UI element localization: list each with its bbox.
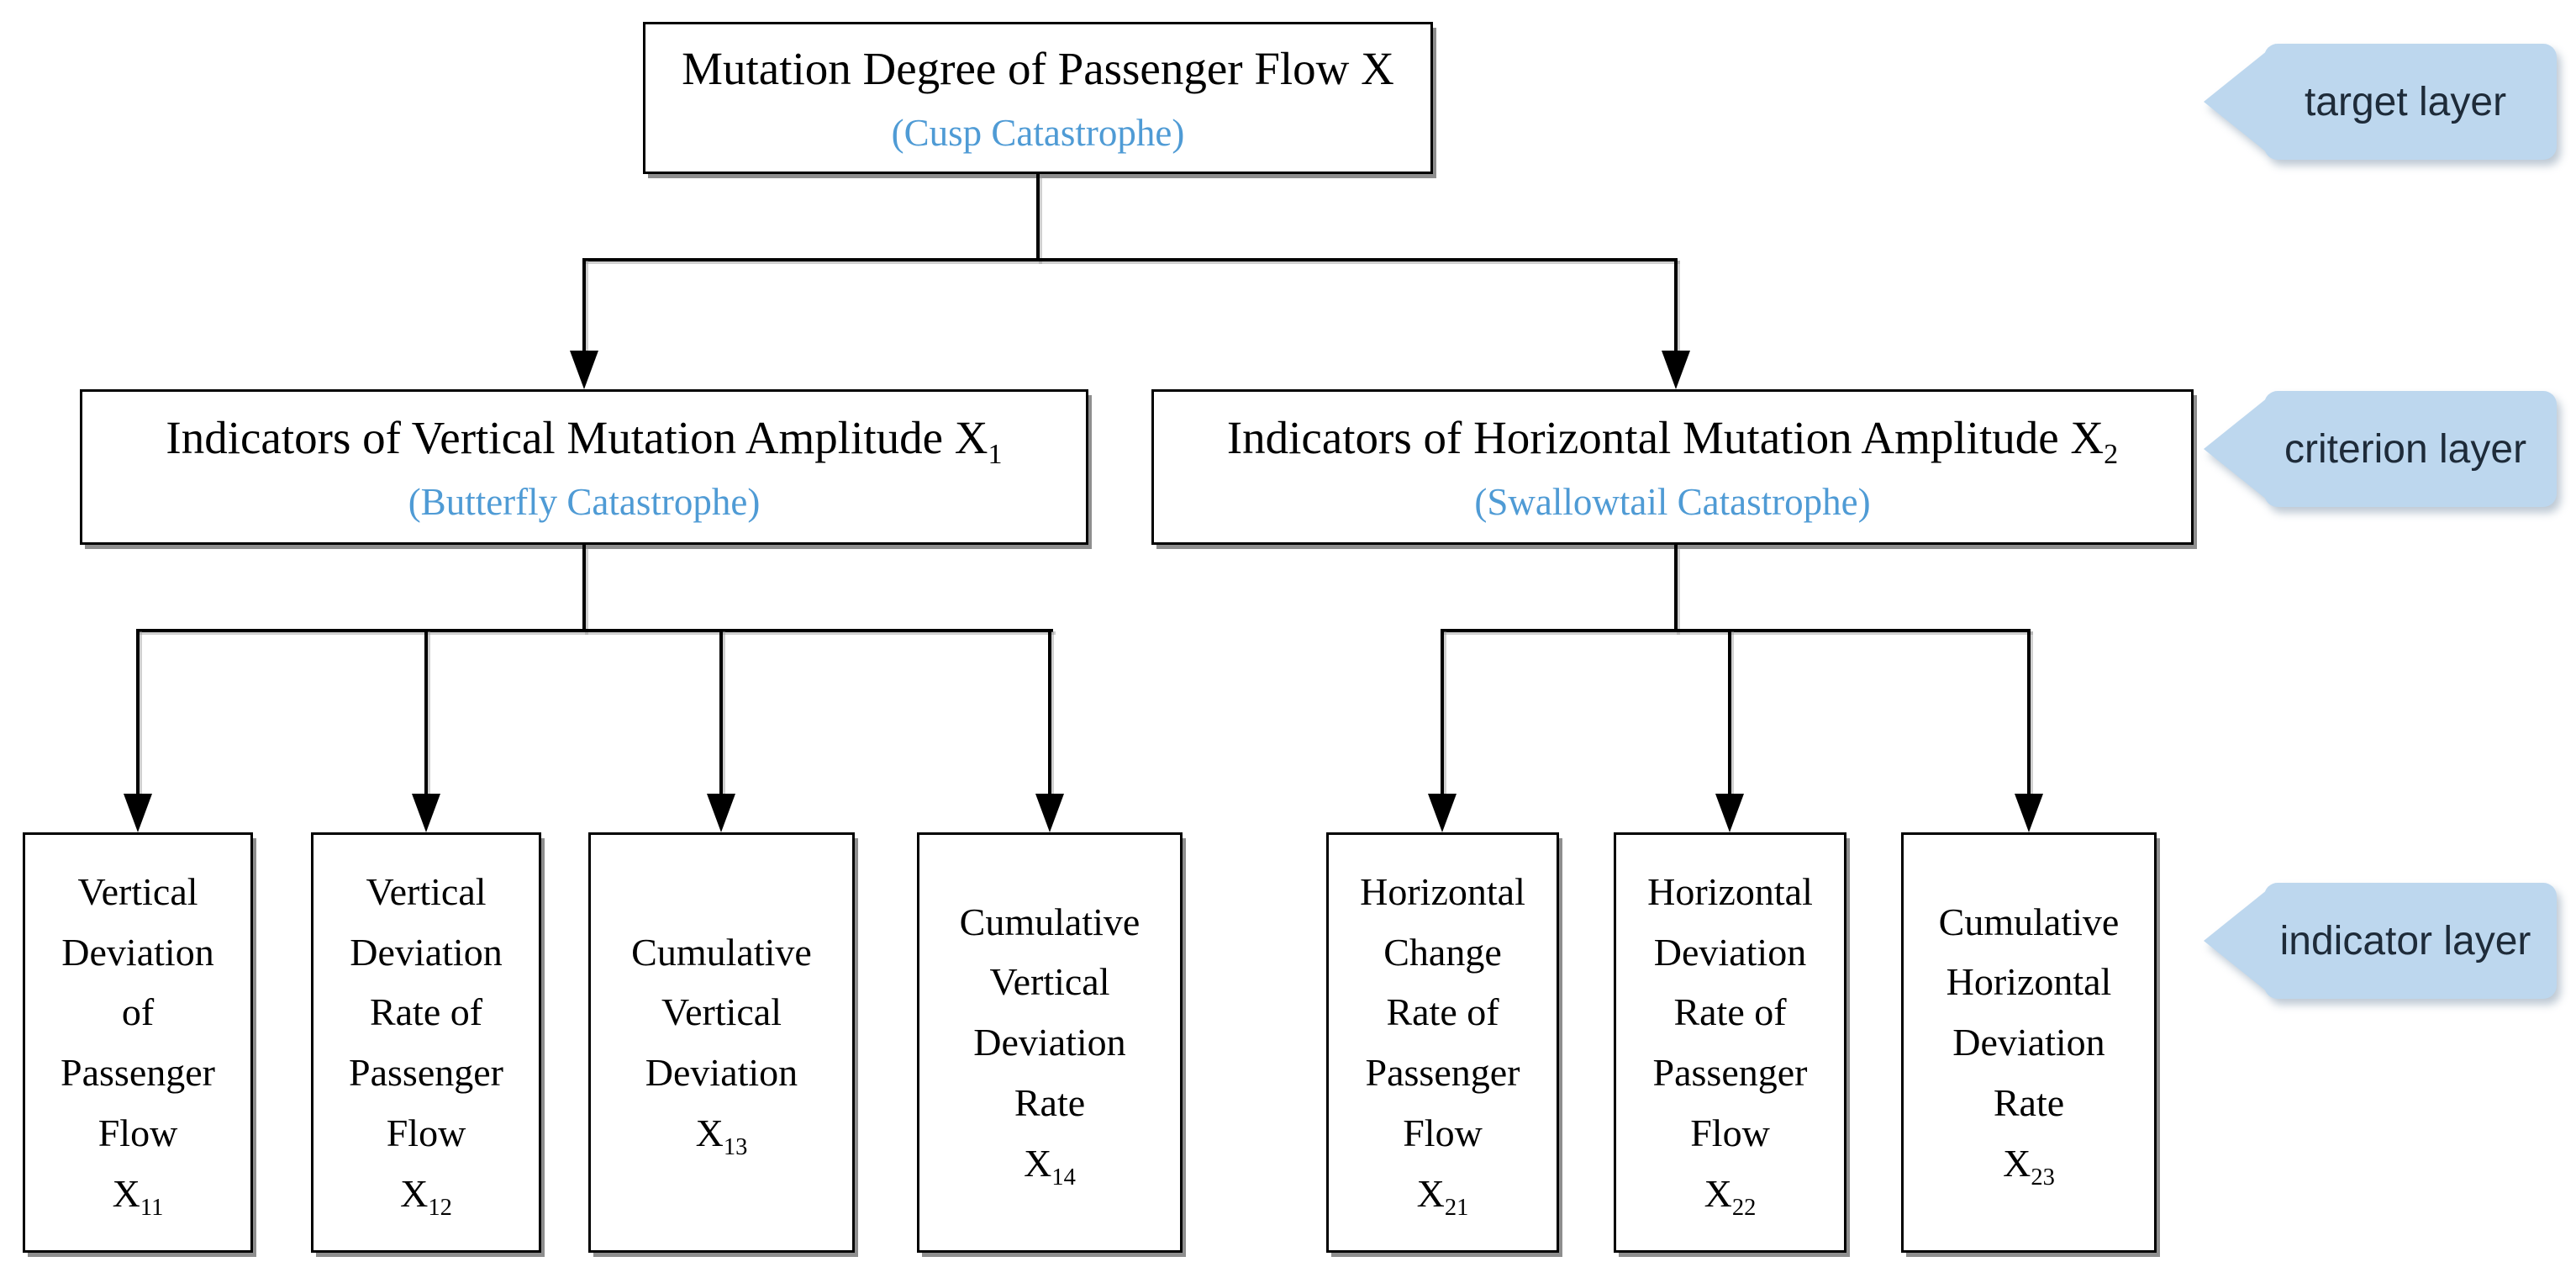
- indicator-node-x21: Horizontal Change Rate of Passenger Flow…: [1326, 832, 1559, 1253]
- arrowhead-down-icon: [124, 794, 152, 832]
- criterion-node-x2-title: Indicators of Horizontal Mutation Amplit…: [1226, 409, 2119, 471]
- connector-drop-criterion-x1: [582, 258, 586, 352]
- tag-body: [2264, 391, 2557, 507]
- symbol-text: X: [695, 1111, 724, 1154]
- indicator-node-x13-symbol: X13: [696, 1103, 748, 1164]
- indicator-node-x23-symbol: X23: [2003, 1133, 2055, 1194]
- layer-tag-criterion: criterion layer: [2204, 391, 2557, 507]
- criterion-node-x1: Indicators of Vertical Mutation Amplitud…: [80, 389, 1088, 545]
- indicator-node-x14: Cumulative Vertical Deviation Rate X14: [917, 832, 1183, 1253]
- connector-drop-x23: [2027, 629, 2031, 795]
- tag-body: [2264, 883, 2557, 999]
- connector-trunk-criterion-x2: [1441, 629, 2031, 632]
- arrowhead-down-icon: [2015, 794, 2043, 832]
- indicator-node-x23-text: Cumulative Horizontal Deviation Rate: [1938, 900, 2120, 1124]
- indicator-node-x23: Cumulative Horizontal Deviation Rate X23: [1901, 832, 2157, 1253]
- criterion-node-x1-subscript: 1: [988, 439, 1003, 471]
- connector-drop-x12: [424, 629, 428, 795]
- indicator-node-x11-text: Vertical Deviation of Passenger Flow: [61, 869, 215, 1154]
- symbol-text: X: [112, 1171, 140, 1215]
- arrowhead-down-icon: [1428, 794, 1457, 832]
- indicator-node-x14-text: Cumulative Vertical Deviation Rate: [959, 900, 1140, 1124]
- indicator-node-x11: Vertical Deviation of Passenger Flow X11: [23, 832, 253, 1253]
- indicator-node-x12: Vertical Deviation Rate of Passenger Flo…: [311, 832, 541, 1253]
- connector-drop-x13: [719, 629, 723, 795]
- criterion-node-x2-subtitle: (Swallowtail Catastrophe): [1474, 480, 1871, 523]
- criterion-node-x2-title-text: Indicators of Horizontal Mutation Amplit…: [1226, 412, 2105, 464]
- symbol-text: X: [400, 1171, 429, 1215]
- connector-drop-x22: [1728, 629, 1731, 795]
- target-node-title: Mutation Degree of Passenger Flow X: [682, 40, 1394, 98]
- criterion-node-x2: Indicators of Horizontal Mutation Amplit…: [1151, 389, 2194, 545]
- indicator-node-x13-text: Cumulative Vertical Deviation: [631, 930, 812, 1095]
- arrowhead-down-icon: [1715, 794, 1744, 832]
- symbol-text: X: [1704, 1171, 1732, 1215]
- connector-drop-x11: [136, 629, 140, 795]
- target-node-title-text: Mutation Degree of Passenger Flow X: [682, 43, 1394, 95]
- indicator-node-x21-symbol: X21: [1417, 1164, 1469, 1224]
- connector-drop-x14: [1048, 629, 1051, 795]
- symbol-subscript: 11: [140, 1194, 164, 1221]
- symbol-subscript: 14: [1051, 1164, 1076, 1191]
- indicator-node-x13: Cumulative Vertical Deviation X13: [588, 832, 855, 1253]
- connector-stem-criterion-x1: [582, 545, 586, 632]
- criterion-node-x2-subscript: 2: [2104, 439, 2119, 471]
- arrowhead-down-icon: [412, 794, 440, 832]
- indicator-node-x14-symbol: X14: [1024, 1133, 1076, 1194]
- layer-tag-indicator: indicator layer: [2204, 883, 2557, 999]
- symbol-text: X: [2003, 1141, 2031, 1185]
- layer-tag-label: indicator layer: [2279, 918, 2531, 964]
- connector-drop-x21: [1441, 629, 1444, 795]
- criterion-node-x1-title: Indicators of Vertical Mutation Amplitud…: [166, 409, 1003, 471]
- criterion-node-x1-subtitle: (Butterfly Catastrophe): [408, 480, 761, 523]
- tag-body: [2264, 44, 2557, 160]
- arrowhead-down-icon: [1035, 794, 1064, 832]
- symbol-subscript: 12: [428, 1194, 452, 1221]
- indicator-node-x21-text: Horizontal Change Rate of Passenger Flow: [1360, 869, 1525, 1154]
- symbol-subscript: 23: [2031, 1164, 2055, 1191]
- indicator-node-x22: Horizontal Deviation Rate of Passenger F…: [1614, 832, 1846, 1253]
- symbol-text: X: [1024, 1141, 1052, 1185]
- connector-stem-target: [1036, 174, 1040, 261]
- arrowhead-down-icon: [570, 351, 598, 389]
- layer-tag-label: criterion layer: [2284, 426, 2527, 472]
- indicator-node-x11-symbol: X11: [113, 1164, 164, 1224]
- symbol-subscript: 21: [1444, 1194, 1469, 1221]
- connector-drop-criterion-x2: [1674, 258, 1678, 352]
- arrowhead-down-icon: [707, 794, 735, 832]
- connector-stem-criterion-x2: [1674, 545, 1678, 632]
- connector-trunk-criterion-x1: [136, 629, 1053, 632]
- symbol-subscript: 13: [723, 1133, 748, 1160]
- indicator-node-x12-symbol: X12: [400, 1164, 452, 1224]
- indicator-node-x22-text: Horizontal Deviation Rate of Passenger F…: [1647, 869, 1813, 1154]
- indicator-node-x12-text: Vertical Deviation Rate of Passenger Flo…: [349, 869, 503, 1154]
- target-node-subtitle: (Cusp Catastrophe): [891, 111, 1185, 154]
- symbol-text: X: [1416, 1171, 1445, 1215]
- target-node: Mutation Degree of Passenger Flow X (Cus…: [643, 22, 1433, 174]
- layer-tag-target: target layer: [2204, 44, 2557, 160]
- connector-trunk-target: [582, 258, 1678, 261]
- indicator-node-x22-symbol: X22: [1704, 1164, 1757, 1224]
- symbol-subscript: 22: [1731, 1194, 1757, 1221]
- criterion-node-x1-title-text: Indicators of Vertical Mutation Amplitud…: [166, 412, 988, 464]
- arrowhead-down-icon: [1662, 351, 1690, 389]
- layer-tag-label: target layer: [2304, 79, 2507, 124]
